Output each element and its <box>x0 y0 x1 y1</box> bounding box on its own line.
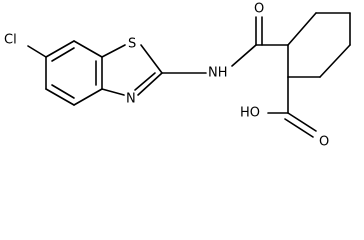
benzene-ring <box>45 40 103 106</box>
amide-oxygen-label: O <box>254 2 264 17</box>
acid-oxygen-label: O <box>319 135 329 150</box>
cl-bond <box>27 45 47 58</box>
chemical-structure: Cl S N NH O HO O <box>4 2 351 150</box>
thiazole-ring <box>101 44 163 96</box>
amide-nh-label: NH <box>208 66 228 81</box>
nh-amide-bond <box>231 44 257 67</box>
sulfur-label: S <box>128 37 136 52</box>
cyclohexane-ring <box>287 12 351 78</box>
hydroxyl-label: HO <box>240 106 260 121</box>
amide-carbonyl <box>255 16 263 46</box>
ring-nitrogen-label: N <box>126 92 136 107</box>
chlorine-label: Cl <box>4 33 17 48</box>
acid-carbonyl <box>284 112 317 138</box>
